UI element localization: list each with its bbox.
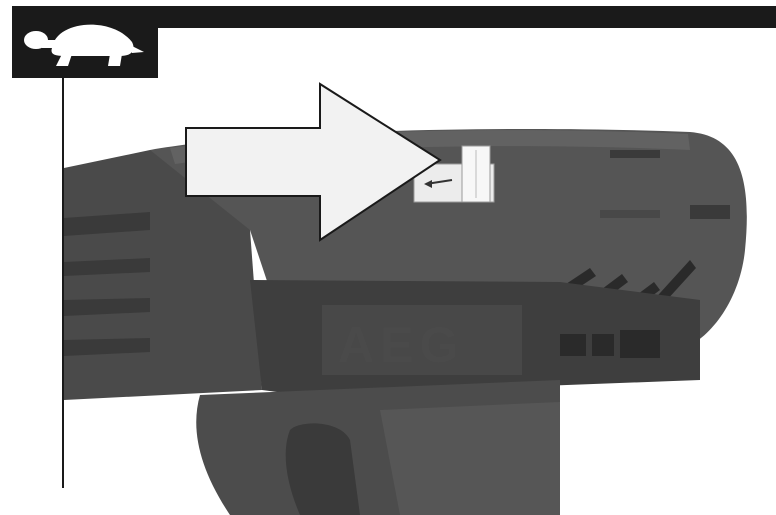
drill-chuck (64, 150, 262, 400)
control-button (592, 334, 614, 356)
arrow-right-icon (185, 82, 442, 242)
turtle-icon (24, 24, 144, 66)
trigger (285, 423, 360, 515)
page-margin-rule (62, 78, 64, 488)
header-bar (155, 6, 776, 28)
brand-label: AEG (338, 317, 464, 373)
control-button (560, 334, 586, 356)
control-button (620, 330, 660, 358)
arrow-left-small-icon (424, 179, 453, 188)
mode-icon-box (12, 6, 158, 78)
